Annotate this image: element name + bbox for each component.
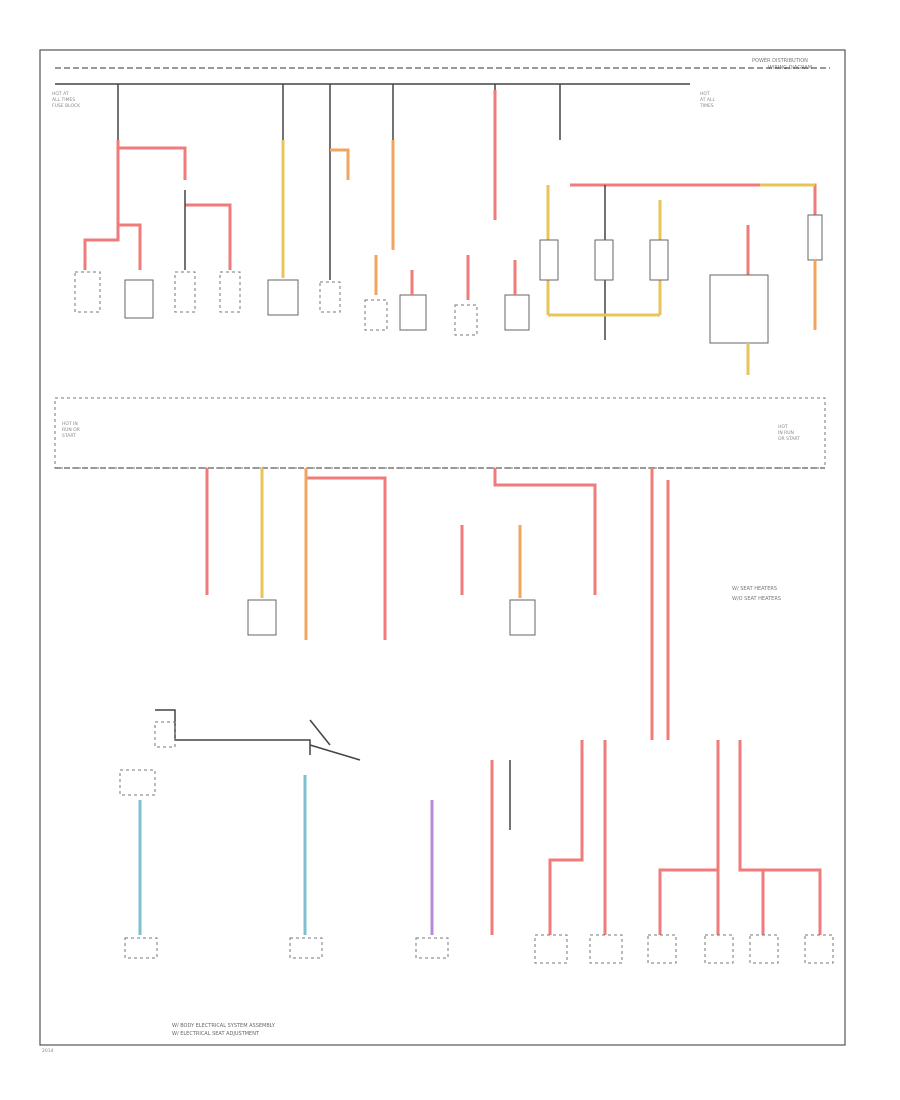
svg-text:OR START: OR START bbox=[778, 436, 800, 442]
header-title: POWER DISTRIBUTION bbox=[752, 58, 808, 64]
fuse-block-section bbox=[54, 397, 826, 469]
svg-text:ALL TIMES: ALL TIMES bbox=[52, 97, 75, 103]
svg-text:TIMES: TIMES bbox=[699, 103, 714, 109]
legend-line-1: W/ SEAT HEATERS bbox=[732, 586, 777, 592]
diagram-frame bbox=[39, 49, 846, 1046]
svg-text:AT ALL: AT ALL bbox=[700, 97, 715, 103]
svg-text:FUSE BLOCK: FUSE BLOCK bbox=[52, 103, 81, 109]
footnote-1: W/ BODY ELECTRICAL SYSTEM ASSEMBLY bbox=[172, 1023, 276, 1029]
page-tag: 2014 bbox=[42, 1048, 54, 1054]
mid-left-source-label: HOT IN bbox=[62, 421, 78, 427]
svg-text:START: START bbox=[62, 433, 76, 439]
svg-text:RUN OR: RUN OR bbox=[62, 427, 80, 433]
top-left-source-label: HOT AT bbox=[52, 91, 69, 97]
top-right-source-label: HOT bbox=[700, 91, 710, 97]
footnote-2: W/ ELECTRICAL SEAT ADJUSTMENT bbox=[172, 1031, 260, 1037]
legend-line-2: W/O SEAT HEATERS bbox=[732, 596, 781, 602]
bottom-components bbox=[124, 934, 834, 964]
header-subtitle: WIRING DIAGRAM bbox=[768, 65, 812, 71]
svg-text:IN RUN: IN RUN bbox=[778, 430, 794, 436]
mid-right-source-label: HOT bbox=[778, 424, 788, 430]
fuse-relay-box bbox=[709, 274, 769, 344]
